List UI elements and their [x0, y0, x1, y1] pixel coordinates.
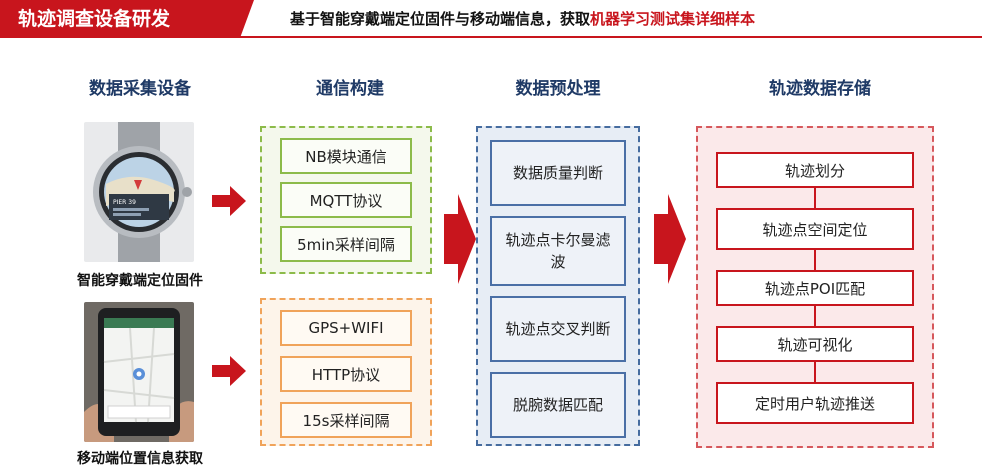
storage-connector-3 — [814, 306, 816, 326]
subtitle-text: 基于智能穿戴端定位固件与移动端信息，获取 — [290, 10, 591, 28]
step-wrist-match: 脱腕数据匹配 — [490, 372, 626, 438]
storage-trajectory-split: 轨迹划分 — [716, 152, 914, 188]
storage-visualization: 轨迹可视化 — [716, 326, 914, 362]
section-title-collection: 数据采集设备 — [89, 79, 191, 99]
phone-image — [84, 302, 194, 442]
header-divider — [0, 36, 982, 38]
step-kalman-filter: 轨迹点卡尔曼滤波 — [490, 216, 626, 286]
storage-connector-1 — [814, 188, 816, 208]
arrow-watch-to-comm — [212, 186, 246, 216]
phone-illustration — [84, 302, 194, 442]
section-title-preprocessing: 数据预处理 — [515, 79, 601, 99]
storage-spatial-locate: 轨迹点空间定位 — [716, 208, 914, 250]
watch-caption: 智能穿戴端定位固件 — [77, 273, 203, 289]
phone-caption: 移动端位置信息获取 — [77, 451, 203, 467]
arrow-preprocess-to-storage — [654, 194, 686, 284]
arrow-comm-to-preprocess — [444, 194, 476, 284]
smartwatch-illustration: PIER 39 — [84, 122, 194, 262]
smartwatch-image: PIER 39 — [84, 122, 194, 262]
section-title-communication: 通信构建 — [316, 79, 384, 99]
storage-connector-4 — [814, 362, 816, 382]
step-cross-check: 轨迹点交叉判断 — [490, 296, 626, 362]
storage-connector-2 — [814, 250, 816, 270]
subtitle-highlight: 机器学习测试集详细样本 — [590, 10, 756, 28]
section-title-storage: 轨迹数据存储 — [769, 79, 871, 99]
storage-poi-match: 轨迹点POI匹配 — [716, 270, 914, 306]
watch-screen-text: PIER 39 — [113, 199, 136, 206]
comm-15s-interval: 15s采样间隔 — [280, 402, 412, 438]
comm-gps-wifi: GPS+WIFI — [280, 310, 412, 346]
arrow-phone-to-comm — [212, 356, 246, 386]
storage-scheduled-push: 定时用户轨迹推送 — [716, 382, 914, 424]
page-subtitle: 基于智能穿戴端定位固件与移动端信息，获取机器学习测试集详细样本 — [290, 8, 970, 29]
page-title: 轨迹调查设备研发 — [0, 0, 254, 38]
step-quality-check: 数据质量判断 — [490, 140, 626, 206]
comm-http: HTTP协议 — [280, 356, 412, 392]
comm-mqtt: MQTT协议 — [280, 182, 412, 218]
comm-nb-module: NB模块通信 — [280, 138, 412, 174]
comm-5min-interval: 5min采样间隔 — [280, 226, 412, 262]
